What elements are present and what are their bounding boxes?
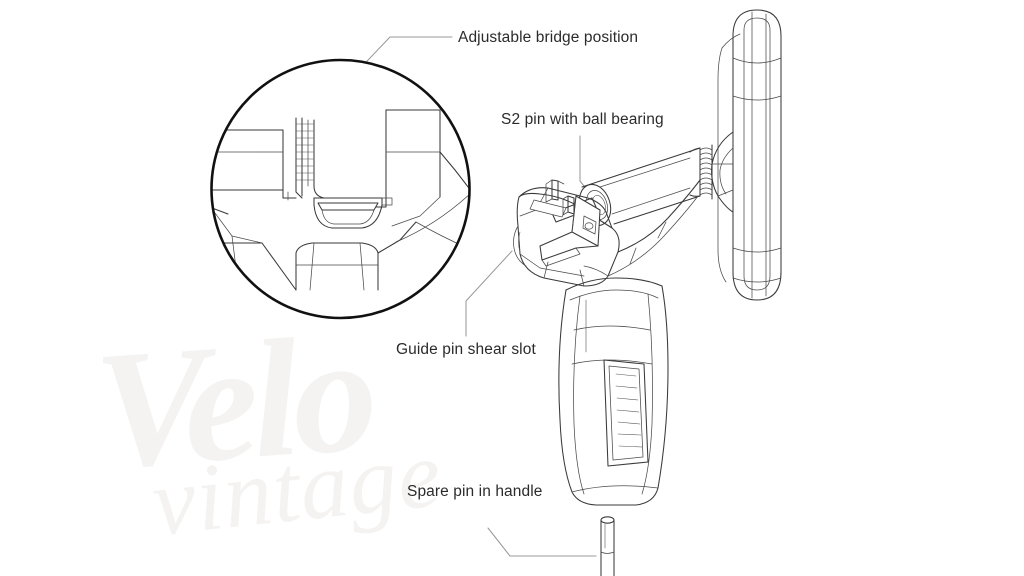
badge-lettering xyxy=(615,373,643,448)
guide-pin-shear-slot xyxy=(539,195,601,267)
spare-pin xyxy=(600,516,615,576)
guide-pin-hole xyxy=(584,222,594,230)
t-handle xyxy=(711,9,782,301)
adjustable-bridge-knurl xyxy=(282,117,325,201)
body-spine xyxy=(607,179,701,277)
leader-spare xyxy=(487,527,597,557)
spare-pin-top xyxy=(600,516,615,524)
callout-label-adjustable-bridge-position: Adjustable bridge position xyxy=(458,29,639,46)
brand-badge xyxy=(603,359,649,467)
detail-circle-outline xyxy=(210,58,471,320)
thread-lines xyxy=(699,147,713,196)
leader-guide xyxy=(465,250,513,337)
callout-label-guide-pin-shear-slot: Guide pin shear slot xyxy=(396,341,536,358)
detail-circle-inset xyxy=(210,58,471,320)
callout-label-s2-pin-with-ball-bearing: S2 pin with ball bearing xyxy=(501,111,664,128)
knurl-ticks xyxy=(295,123,314,181)
callout-label-spare-pin-in-handle: Spare pin in handle xyxy=(407,483,543,500)
threaded-collar xyxy=(689,144,713,200)
bridge-shoe xyxy=(313,197,393,229)
handle-grip xyxy=(558,277,669,506)
